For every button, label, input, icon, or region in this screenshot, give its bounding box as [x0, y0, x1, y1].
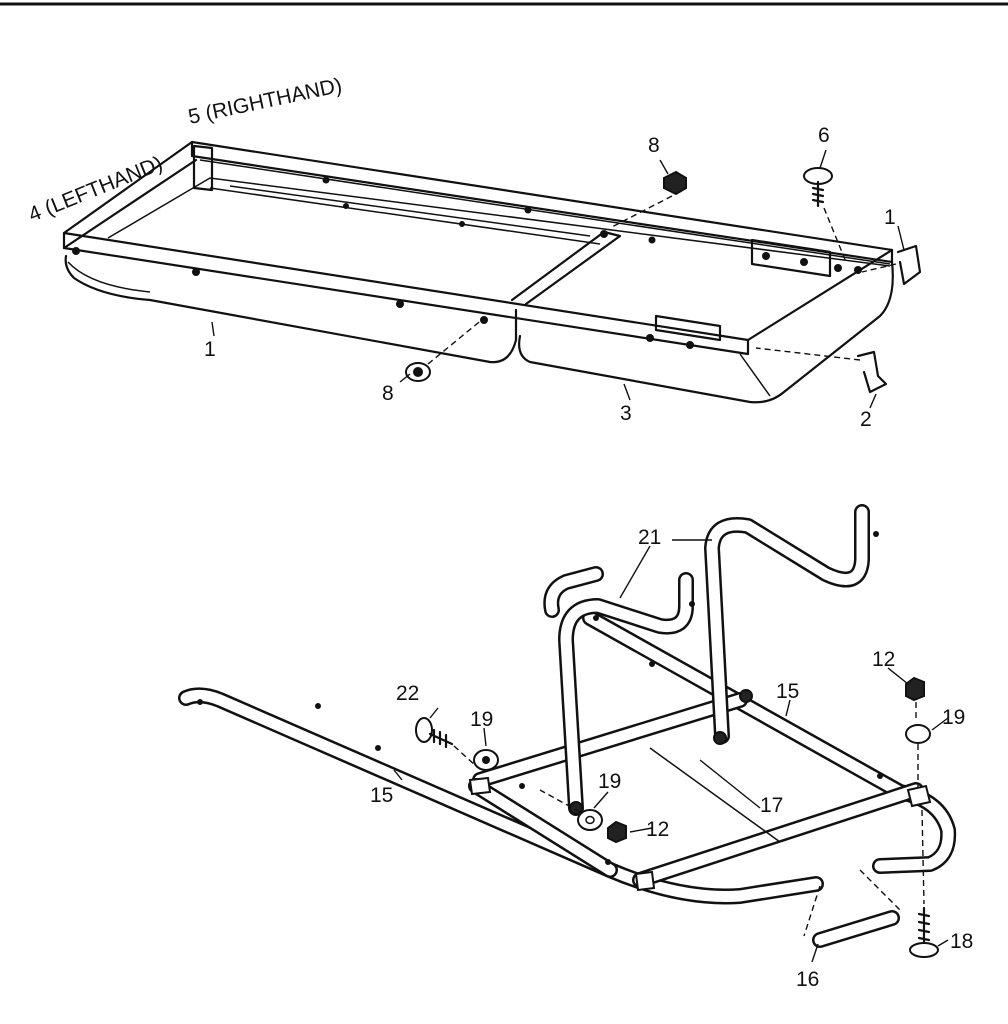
nut-12-mid — [607, 820, 627, 844]
label-part-18: 18 — [950, 930, 973, 953]
screw-6 — [803, 167, 847, 263]
label-part-3: 3 — [620, 402, 632, 425]
label-part-19-mid: 19 — [598, 770, 621, 793]
label-part-15-left: 15 — [370, 784, 393, 807]
left-pan — [64, 254, 518, 364]
label-part-1-top: 1 — [884, 206, 896, 229]
bolt-22 — [415, 717, 477, 767]
label-part-2: 2 — [860, 408, 872, 431]
label-part-19-top: 19 — [470, 708, 493, 731]
left-side-rail — [62, 231, 750, 356]
label-part-16: 16 — [796, 968, 819, 991]
nut-8-bottom — [405, 317, 485, 382]
frame-assembly — [178, 504, 957, 948]
part-labels: 5 (RIGHTHAND) 4 (LEFTHAND) 8 6 1 1 8 3 2… — [25, 74, 973, 991]
label-part-6: 6 — [818, 124, 830, 147]
clip-2 — [755, 347, 888, 394]
label-part-1-bottom: 1 — [204, 338, 216, 361]
label-part-12-top: 12 — [872, 648, 895, 671]
center-cross-member — [510, 230, 622, 306]
washer-19-top — [473, 749, 499, 771]
clip-1-top — [861, 244, 922, 286]
label-part-8-bottom: 8 — [382, 382, 394, 405]
leader-lines — [211, 149, 949, 963]
label-part-21: 21 — [638, 526, 661, 549]
screw-18 — [909, 809, 939, 958]
nut-8-top — [609, 170, 687, 229]
label-part-4: 4 (LEFTHAND) — [25, 152, 166, 227]
tray-assembly — [62, 140, 894, 404]
nut-12-right — [905, 676, 925, 720]
label-part-22: 22 — [396, 682, 419, 705]
label-part-17: 17 — [760, 794, 783, 817]
label-part-12-mid: 12 — [646, 818, 669, 841]
washer-19-mid — [539, 789, 603, 831]
label-part-5: 5 (RIGHTHAND) — [186, 74, 344, 129]
label-part-15-right: 15 — [776, 680, 799, 703]
label-part-8-top: 8 — [648, 134, 660, 157]
right-pan — [518, 260, 894, 404]
label-part-19-right: 19 — [942, 706, 965, 729]
washer-19-right — [905, 724, 931, 788]
tray-holes — [72, 176, 862, 349]
right-side-rail — [190, 140, 894, 264]
